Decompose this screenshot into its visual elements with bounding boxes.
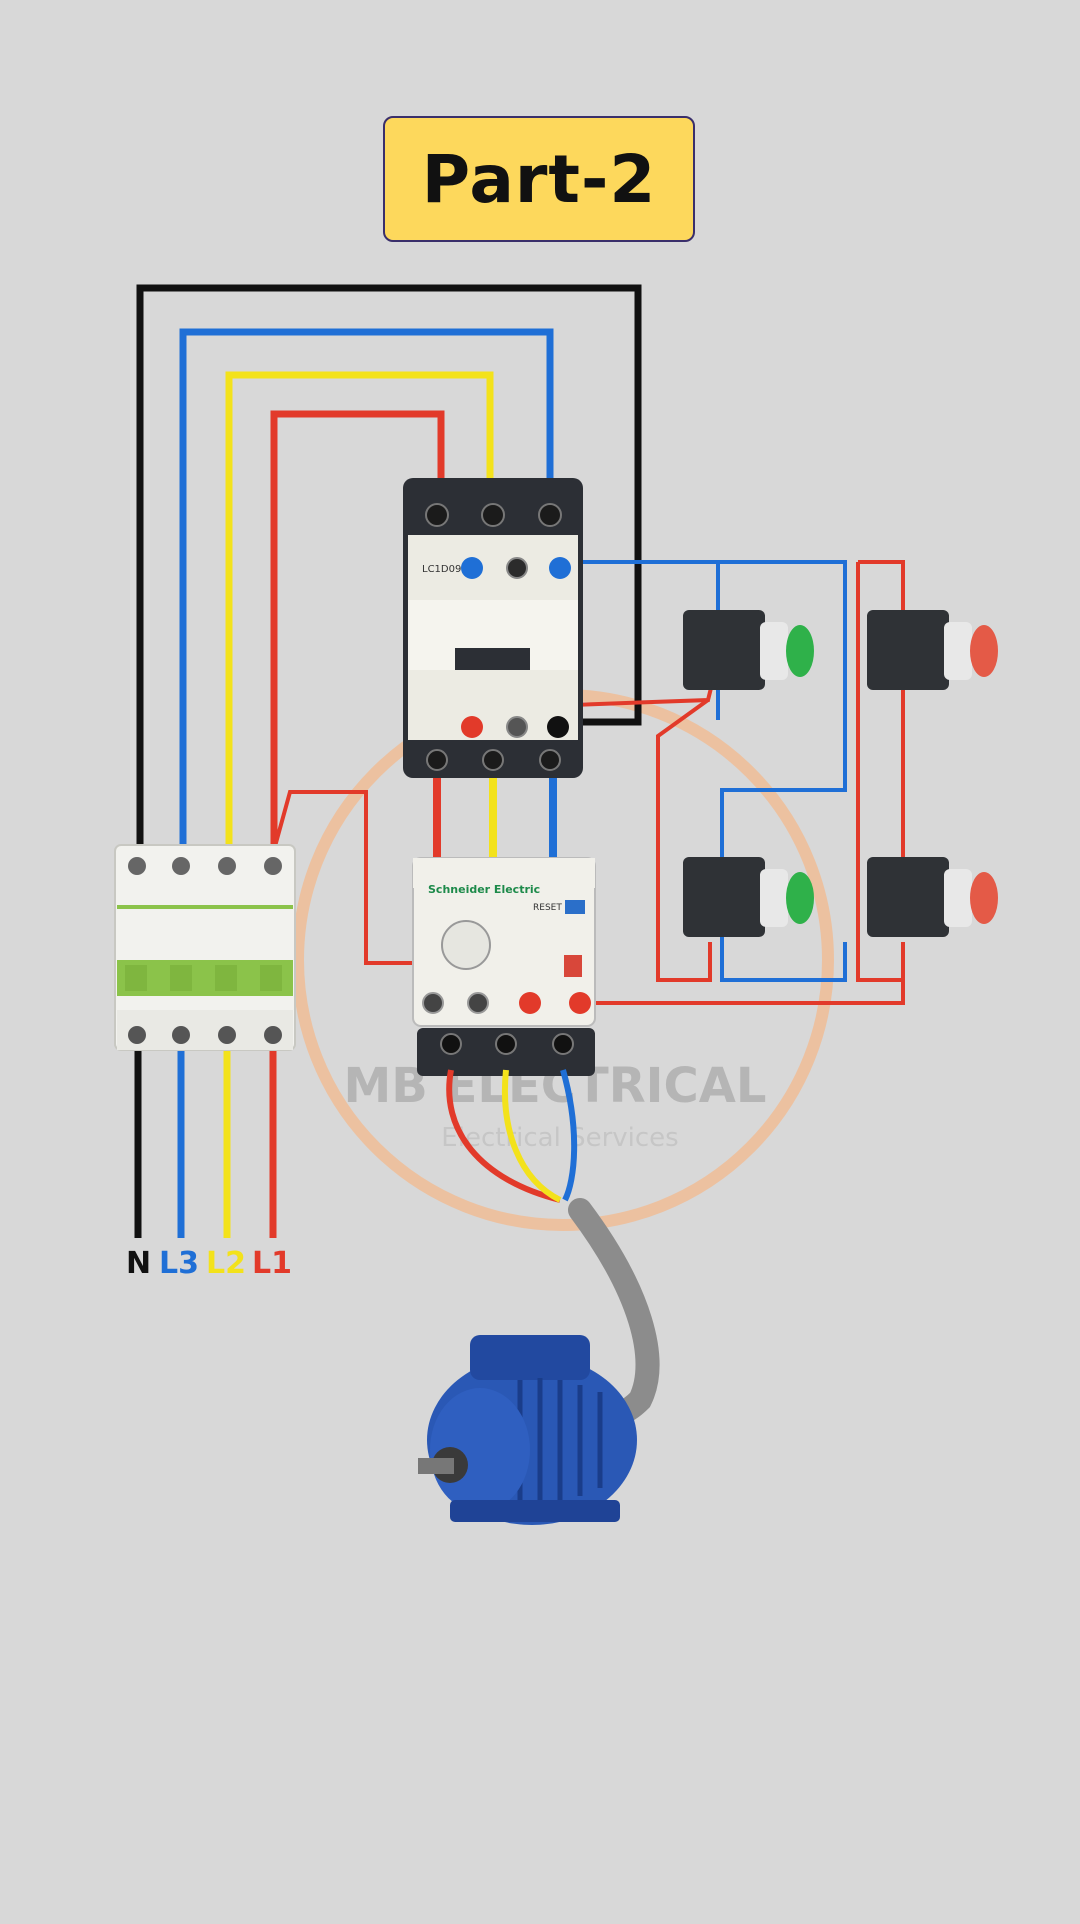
motor-lead-red: [446, 1069, 561, 1203]
start-button-2: [683, 857, 814, 937]
wire-l2-yellow: [225, 371, 494, 862]
title-badge: Part-2: [383, 116, 695, 242]
stop-button-1: [867, 610, 998, 690]
circuit-breaker: [114, 844, 296, 1051]
start-button-1: [683, 610, 814, 690]
motor: [418, 1335, 637, 1525]
contactor: LC1D09: [403, 478, 583, 778]
overload-reset-label: RESET: [533, 903, 562, 913]
overload-relay: Schneider Electric RESET: [412, 857, 596, 1076]
label-l1: L1: [252, 1246, 292, 1281]
stop-button-2: [867, 857, 998, 937]
label-n: N: [126, 1246, 152, 1281]
contactor-model-label: LC1D09: [422, 564, 461, 575]
overload-brand-label: Schneider Electric: [428, 883, 540, 896]
label-l3: L3: [159, 1246, 199, 1281]
wire-l3-blue: [179, 328, 554, 862]
wire-neutral-black: [136, 284, 642, 862]
label-l2: L2: [206, 1246, 246, 1281]
motor-lead-yellow: [502, 1069, 562, 1203]
wire-l1-red: [270, 410, 445, 862]
watermark-sub-text: Electrical Services: [441, 1123, 678, 1153]
page-title: Part-2: [421, 140, 657, 218]
motor-lead-blue: [560, 1069, 578, 1202]
